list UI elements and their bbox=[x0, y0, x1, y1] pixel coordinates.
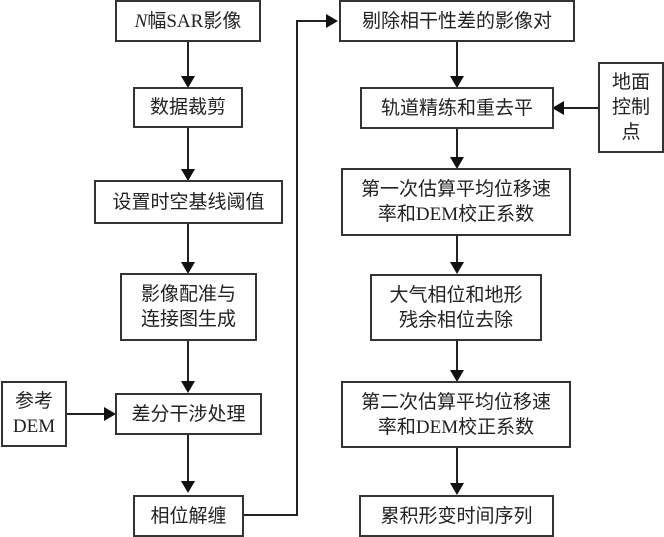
node-data-crop: 数据裁剪 bbox=[133, 87, 243, 128]
node-text: 参考 bbox=[14, 391, 53, 412]
arrow-sar-to-crop bbox=[181, 41, 195, 88]
node-set-baseline-threshold: 设置时空基线阈值 bbox=[94, 180, 283, 224]
arrow-atmo-to-est2 bbox=[450, 340, 464, 382]
node-text: 差分干涉处理 bbox=[131, 403, 246, 425]
node-text: 连接图生成 bbox=[140, 309, 236, 330]
node-text: 率和DEM校正系数 bbox=[377, 416, 535, 438]
node-text: 剔除相干性差的影像对 bbox=[361, 10, 552, 32]
node-phase-unwrapping: 相位解缠 bbox=[133, 495, 244, 537]
node-text: 点 bbox=[621, 122, 641, 143]
arrow-est1-to-atmo bbox=[450, 235, 464, 274]
input-ground-control-points: 地面 控制 点 bbox=[598, 62, 664, 153]
node-text: 控制 bbox=[611, 97, 650, 118]
node-text: 幅SAR影像 bbox=[147, 10, 242, 32]
arrow-gcp-to-orbit bbox=[552, 101, 598, 115]
node-orbit-refinement: 轨道精练和重去平 bbox=[360, 87, 554, 129]
node-text: 第二次估算平均位移速 bbox=[360, 391, 551, 413]
node-coregistration: 影像配准与 连接图生成 bbox=[120, 273, 257, 341]
arrow-orbit-to-est1 bbox=[450, 128, 464, 169]
arrow-baseline-to-coreg bbox=[181, 223, 195, 274]
node-text: 影像配准与 bbox=[140, 284, 236, 305]
node-text: 数据裁剪 bbox=[149, 97, 226, 118]
node-text: 大气相位和地形 bbox=[389, 284, 523, 306]
node-text: DEM bbox=[12, 416, 56, 437]
arrow-refdem-to-diff bbox=[66, 407, 116, 421]
node-text: 地面 bbox=[611, 72, 650, 93]
node-text: 残余相位去除 bbox=[398, 309, 513, 331]
node-text: 轨道精练和重去平 bbox=[380, 97, 533, 119]
node-deformation-time-series: 累积形变时间序列 bbox=[359, 495, 554, 537]
arrow-est2-to-series bbox=[450, 447, 464, 495]
node-second-estimation: 第二次估算平均位移速 率和DEM校正系数 bbox=[341, 381, 571, 448]
italic-n: N bbox=[134, 10, 148, 32]
node-first-estimation: 第一次估算平均位移速 率和DEM校正系数 bbox=[341, 168, 571, 236]
node-n-sar-images: N幅SAR影像 bbox=[115, 0, 261, 42]
node-text: 相位解缠 bbox=[150, 505, 227, 527]
node-text: 率和DEM校正系数 bbox=[377, 204, 535, 225]
arrow-crop-to-baseline bbox=[181, 127, 195, 181]
input-reference-dem: 参考 DEM bbox=[1, 381, 67, 447]
node-text: 累积形变时间序列 bbox=[380, 505, 533, 527]
arrow-diff-to-unwrap bbox=[181, 435, 195, 493]
arrow-coreg-to-diff bbox=[181, 340, 195, 393]
arrow-unwrap-to-remove bbox=[243, 14, 338, 516]
arrow-remove-to-orbit bbox=[450, 41, 464, 88]
node-atmospheric-removal: 大气相位和地形 残余相位去除 bbox=[370, 274, 542, 341]
node-differential-interferometry: 差分干涉处理 bbox=[115, 393, 262, 435]
node-text: 设置时空基线阈值 bbox=[112, 191, 265, 213]
node-text: 第一次估算平均位移速 bbox=[360, 179, 551, 200]
node-remove-low-coherence-pairs: 剔除相干性差的影像对 bbox=[339, 0, 575, 42]
